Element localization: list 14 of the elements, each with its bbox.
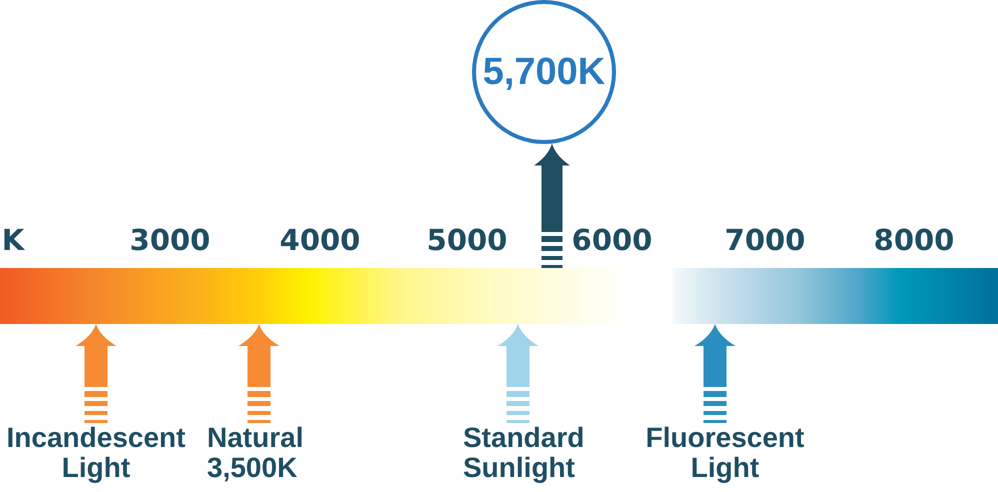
value-circle xyxy=(472,0,616,144)
tick-label: 3000 xyxy=(130,222,210,258)
light-source-label: Incandescent Light xyxy=(6,423,186,483)
unit-label: K xyxy=(2,222,24,258)
light-source-label: Fluorescent Light xyxy=(646,423,804,483)
tick-label: 7000 xyxy=(724,222,806,258)
light-source-label: Standard Sunlight xyxy=(463,423,584,483)
value-text: 5,700K xyxy=(482,50,606,94)
tick-label: 6000 xyxy=(572,222,652,258)
tick-label: 4000 xyxy=(280,222,360,258)
tick-label: 8000 xyxy=(874,222,954,258)
light-source-label: Natural 3,500K xyxy=(207,423,304,483)
color-temperature-bar xyxy=(0,268,998,324)
tick-label: 5000 xyxy=(426,222,508,258)
